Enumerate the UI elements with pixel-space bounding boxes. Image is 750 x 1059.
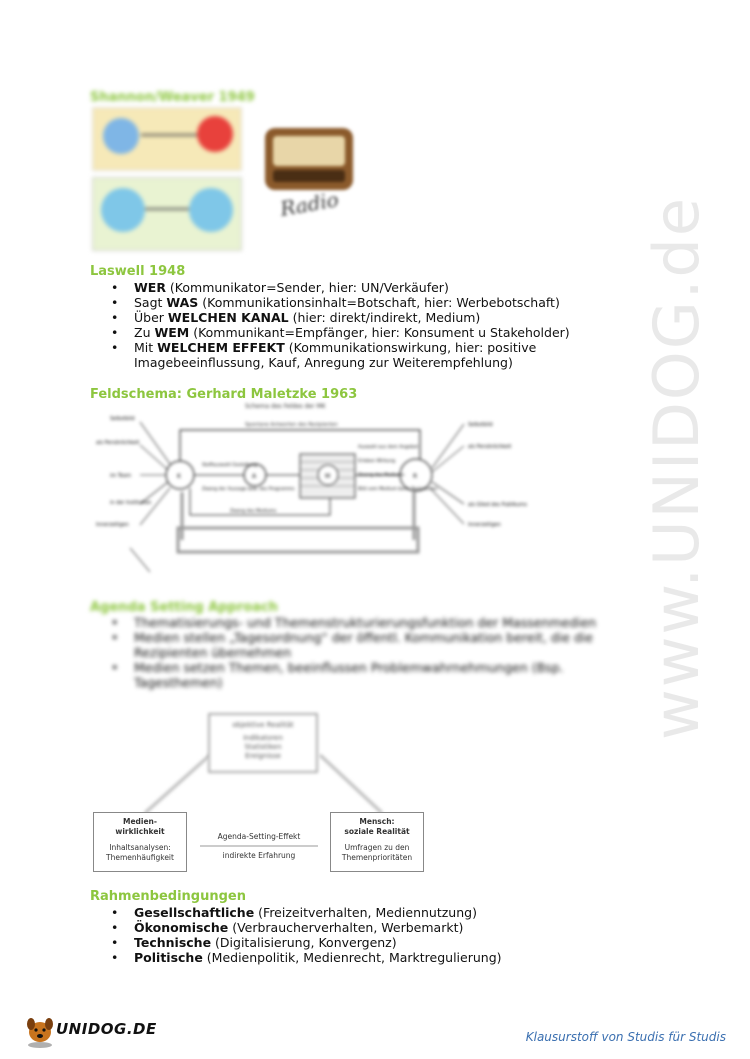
svg-text:Zwang des Mediums: Zwang des Mediums bbox=[358, 472, 405, 478]
svg-text:Stoffauswahl Gestaltung: Stoffauswahl Gestaltung bbox=[202, 462, 257, 468]
agenda-diagram: objektive Realität Indikatoren Statistik… bbox=[90, 705, 440, 875]
box-medienwirklichkeit: Medien- wirklichkeit Inhaltsanalysen: Th… bbox=[93, 812, 187, 872]
agenda-list: Thematisierungs- und Themenstrukturierun… bbox=[108, 615, 608, 690]
diagram-title: Schema des Feldes der MK bbox=[245, 403, 327, 410]
svg-text:in der Institution: in der Institution bbox=[110, 500, 151, 506]
rahmen-list: Gesellschaftliche (Freizeitverhalten, Me… bbox=[108, 905, 628, 965]
svg-text:Innerzeitigen: Innerzeitigen bbox=[96, 522, 129, 528]
svg-text:als Persönlichkeit: als Persönlichkeit bbox=[96, 440, 139, 446]
box-objektive-realitaet: objektive Realität Indikatoren Statistik… bbox=[208, 713, 318, 773]
list-item: WER (Kommunikator=Sender, hier: UN/Verkä… bbox=[108, 280, 628, 295]
heading-agenda-setting: Agenda Setting Approach bbox=[90, 600, 278, 615]
svg-text:Erleben Wirkung: Erleben Wirkung bbox=[358, 458, 395, 464]
svg-text:Selbstbild: Selbstbild bbox=[110, 416, 135, 422]
svg-text:Bild vom Medium beim Rezipient: Bild vom Medium beim Rezipienten bbox=[358, 486, 438, 492]
footer-slogan: Klausurstoff von Studis für Studis bbox=[525, 1030, 726, 1044]
heading-rahmenbedingungen: Rahmenbedingungen bbox=[90, 889, 246, 904]
svg-text:Zwang des Mediums: Zwang des Mediums bbox=[230, 508, 277, 514]
list-item: Thematisierungs- und Themenstrukturierun… bbox=[108, 615, 608, 630]
list-item: Medien stellen „Tagesordnung“ der öffent… bbox=[108, 630, 608, 660]
svg-text:Spontane Antworten des Rezipie: Spontane Antworten des Rezipienten bbox=[245, 422, 338, 428]
feldschema-diagram: Schema des Feldes der MK Spontane Antwor… bbox=[96, 403, 527, 573]
logo-text: UNIDOG.DE bbox=[56, 1020, 157, 1038]
heading-feldschema: Feldschema: Gerhard Maletzke 1963 bbox=[90, 387, 358, 402]
list-item: Sagt WAS (Kommunikationsinhalt=Botschaft… bbox=[108, 295, 628, 310]
dog-icon bbox=[27, 1018, 53, 1048]
list-item: Technische (Digitalisierung, Konvergenz) bbox=[108, 935, 628, 950]
list-item: Zu WEM (Kommunikant=Empfänger, hier: Kon… bbox=[108, 325, 628, 340]
svg-text:Auswahl aus dem Angebot: Auswahl aus dem Angebot bbox=[358, 444, 418, 450]
box-soziale-realitaet: Mensch: soziale Realität Umfragen zu den… bbox=[330, 812, 424, 872]
radio-caption: Radio bbox=[278, 187, 341, 221]
svg-text:als Persönlichkeit: als Persönlichkeit bbox=[468, 444, 511, 450]
shannon-diagram-bottom bbox=[92, 177, 242, 251]
agenda-effekt-label: Agenda-Setting-Effekt bbox=[217, 832, 301, 841]
heading-laswell: Laswell 1948 bbox=[90, 264, 186, 279]
agenda-effekt-arrow bbox=[200, 845, 318, 847]
unidog-logo[interactable]: UNIDOG.DE bbox=[22, 1012, 156, 1048]
list-item: Politische (Medienpolitik, Medienrecht, … bbox=[108, 950, 628, 965]
svg-text:Zwang der Aussage bzw. des Pro: Zwang der Aussage bzw. des Programms bbox=[202, 486, 295, 492]
list-item: Gesellschaftliche (Freizeitverhalten, Me… bbox=[108, 905, 628, 920]
list-item: Medien setzen Themen, beeinflussen Probl… bbox=[108, 660, 608, 690]
svg-text:R: R bbox=[413, 473, 417, 480]
laswell-list: WER (Kommunikator=Sender, hier: UN/Verkä… bbox=[108, 280, 628, 370]
watermark: www.UNIDOG.de bbox=[640, 196, 713, 740]
svg-text:K: K bbox=[177, 473, 182, 480]
svg-text:A: A bbox=[252, 473, 257, 480]
svg-text:als Glied des Publikums: als Glied des Publikums bbox=[468, 502, 527, 508]
list-item: Ökonomische (Verbraucherverhalten, Werbe… bbox=[108, 920, 628, 935]
list-item: Mit WELCHEM EFFEKT (Kommunikationswirkun… bbox=[108, 340, 628, 370]
heading-shannon-weaver: Shannon/Weaver 1949 bbox=[90, 90, 255, 105]
list-item: Über WELCHEN KANAL (hier: direkt/indirek… bbox=[108, 310, 628, 325]
svg-text:Innerzeitigen: Innerzeitigen bbox=[468, 522, 501, 528]
shannon-diagram-top bbox=[92, 107, 242, 171]
radio-image bbox=[265, 128, 353, 190]
svg-text:Selbstbild: Selbstbild bbox=[468, 422, 493, 428]
svg-text:im Team: im Team bbox=[110, 473, 131, 479]
indirekte-erfahrung-label: indirekte Erfahrung bbox=[222, 851, 296, 860]
svg-text:M: M bbox=[325, 473, 330, 480]
